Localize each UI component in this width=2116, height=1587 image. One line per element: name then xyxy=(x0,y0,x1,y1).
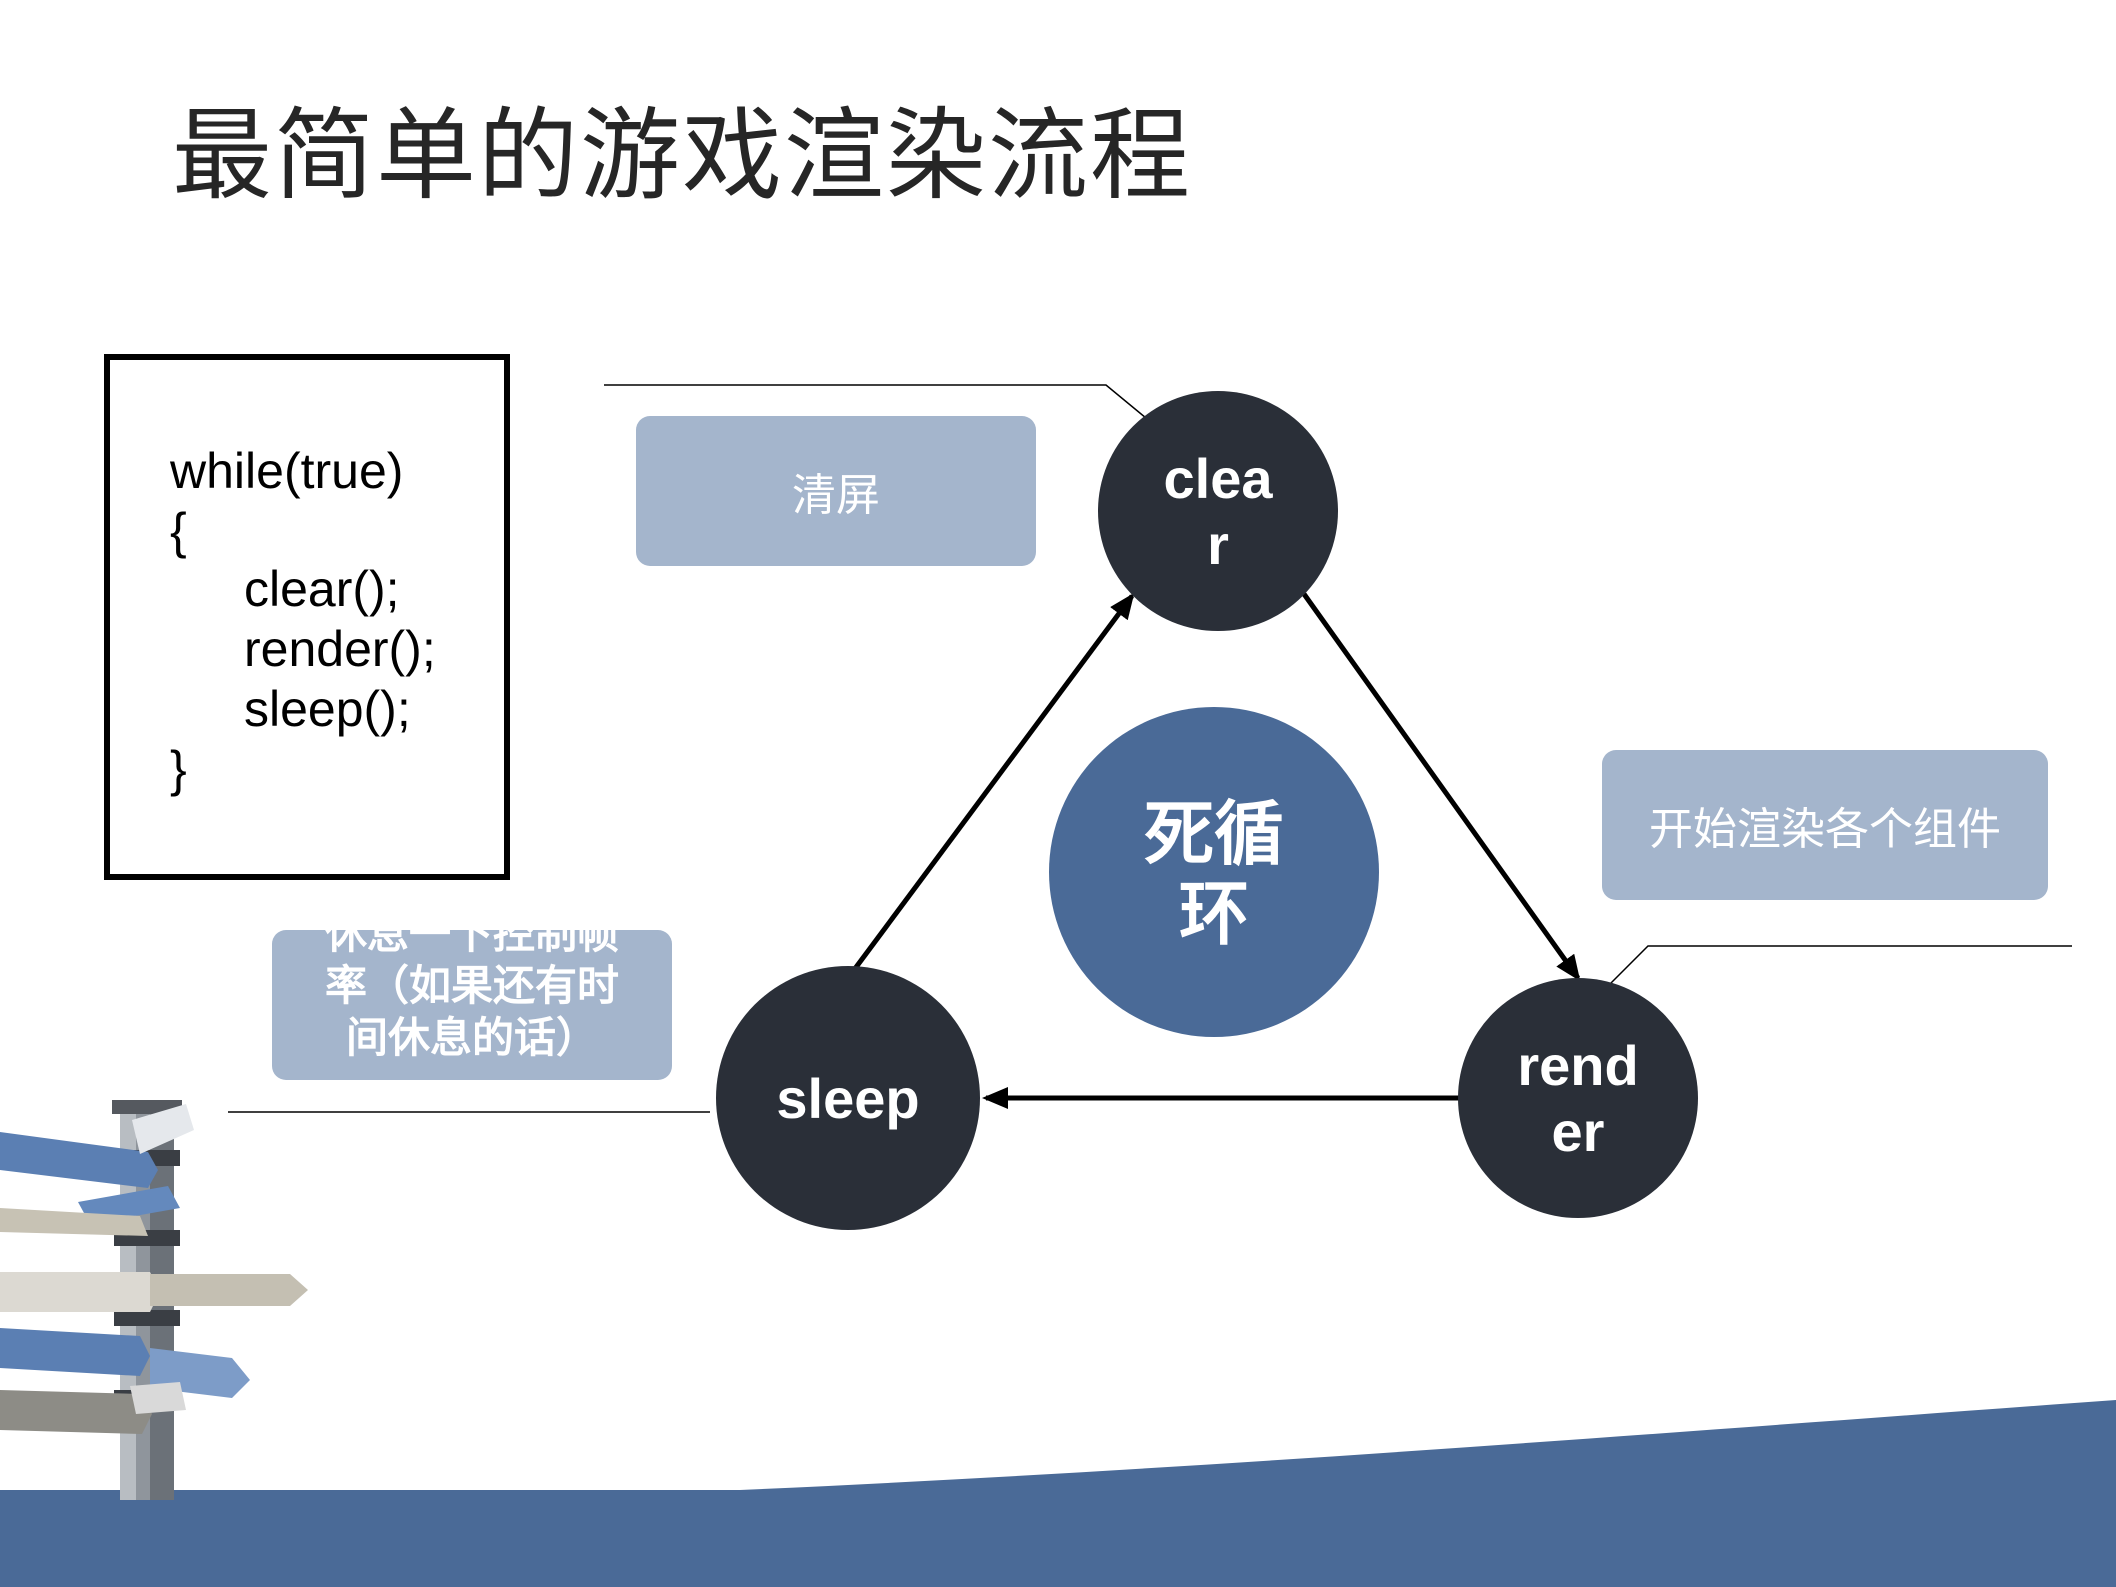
note-clear-text: 清屏 xyxy=(792,470,880,521)
render-leader-line xyxy=(1603,945,2072,991)
node-sleep xyxy=(716,966,980,1230)
node-render-label: rend er xyxy=(1478,1033,1678,1165)
arrow-sleep-to-clear xyxy=(845,592,1135,980)
node-clear xyxy=(1098,391,1338,631)
node-render-label-line2: er xyxy=(1551,1100,1605,1163)
center-label: 死循 环 xyxy=(1094,794,1334,954)
node-sleep-label: sleep xyxy=(776,1067,920,1130)
node-render-label-line1: rend xyxy=(1517,1034,1639,1097)
node-clear-label-line2: r xyxy=(1207,513,1229,576)
code-line-clear: clear(); xyxy=(244,561,400,617)
code-line-close-brace: } xyxy=(170,741,187,797)
node-clear-label-line1: clea xyxy=(1163,447,1273,510)
code-line-open-brace: { xyxy=(170,503,187,559)
signpost-decoration xyxy=(0,1100,308,1500)
center-label-line2: 环 xyxy=(1179,873,1249,955)
note-render-text: 开始渲染各个组件 xyxy=(1649,804,2001,855)
note-sleep-line2: 率（如果还有时 xyxy=(324,961,619,1010)
code-line-render: render(); xyxy=(244,621,436,677)
note-sleep-line1: 休息一下控制帧 xyxy=(324,930,619,958)
note-clear: 清屏 xyxy=(636,416,1036,566)
note-sleep: 休息一下控制帧 率（如果还有时 间休息的话） xyxy=(272,930,672,1080)
center-label-line1: 死循 xyxy=(1144,793,1284,875)
code-box xyxy=(104,354,510,880)
code-line-while: while(true) xyxy=(170,443,404,499)
note-render: 开始渲染各个组件 xyxy=(1602,750,2048,900)
note-sleep-text: 休息一下控制帧 率（如果还有时 间休息的话） xyxy=(325,930,619,1064)
code-line-sleep: sleep(); xyxy=(244,681,411,737)
footer-band xyxy=(0,1400,2116,1587)
arrow-clear-to-render xyxy=(1301,592,1581,982)
center-circle xyxy=(1049,707,1379,1037)
note-sleep-line3: 间休息的话） xyxy=(345,1013,598,1062)
node-render xyxy=(1458,978,1698,1218)
node-clear-label: clea r xyxy=(1118,446,1318,578)
slide-title: 最简单的游戏渲染流程 xyxy=(172,97,1192,214)
clear-leader-line xyxy=(604,384,1147,419)
